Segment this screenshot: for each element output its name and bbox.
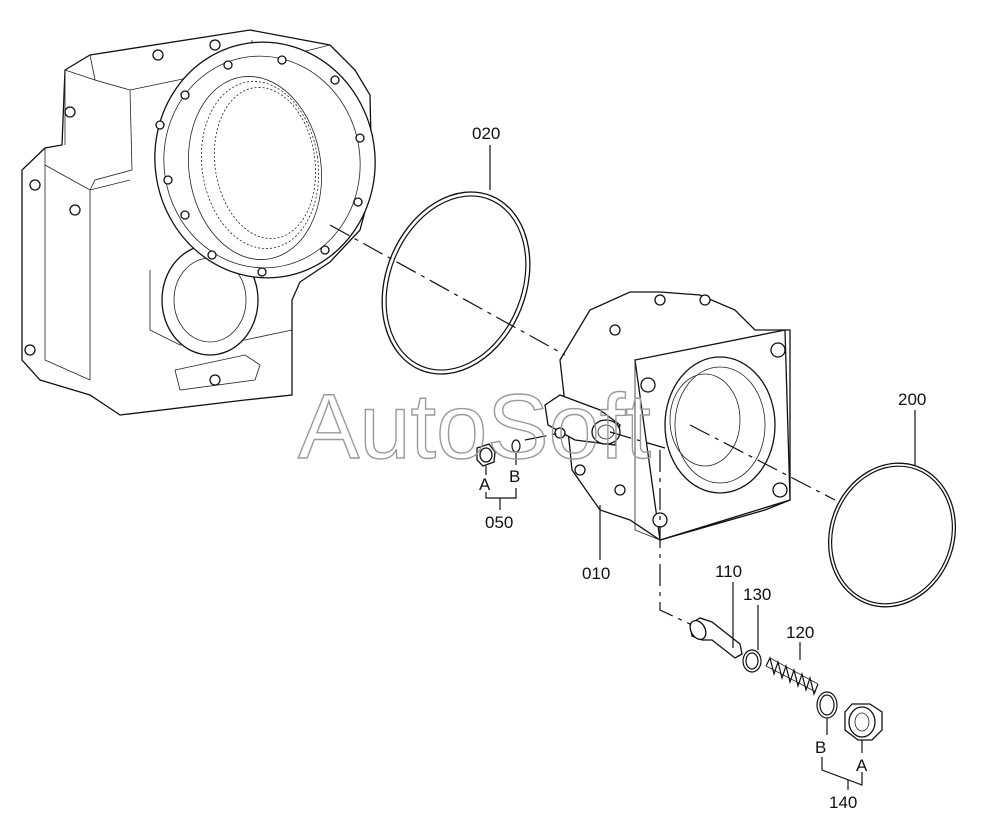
ring-130 <box>742 649 762 673</box>
callout-140: 140 <box>829 793 857 812</box>
callout-120: 120 <box>786 623 814 642</box>
callout-130: 130 <box>743 585 771 604</box>
watermark-text: AutoSoft <box>298 376 651 478</box>
label-a-left: A <box>479 475 491 494</box>
spool-110 <box>689 617 743 659</box>
o-ring-020 <box>381 191 531 375</box>
cover-010 <box>544 291 791 541</box>
centre-lines <box>329 224 836 625</box>
label-b-right: B <box>815 738 826 757</box>
callout-020: 020 <box>472 124 500 143</box>
plug-050 <box>476 439 521 467</box>
label-a-right: A <box>856 756 868 775</box>
callout-050: 050 <box>485 513 513 532</box>
leader-lines <box>485 145 916 790</box>
callout-110: 110 <box>715 562 742 581</box>
callout-010: 010 <box>582 564 610 583</box>
o-ring-200 <box>827 462 957 608</box>
label-b-left: B <box>509 467 520 486</box>
transmission-housing <box>21 29 376 416</box>
spring-120 <box>765 656 819 696</box>
plug-140 <box>844 703 883 741</box>
callout-200: 200 <box>898 390 926 409</box>
